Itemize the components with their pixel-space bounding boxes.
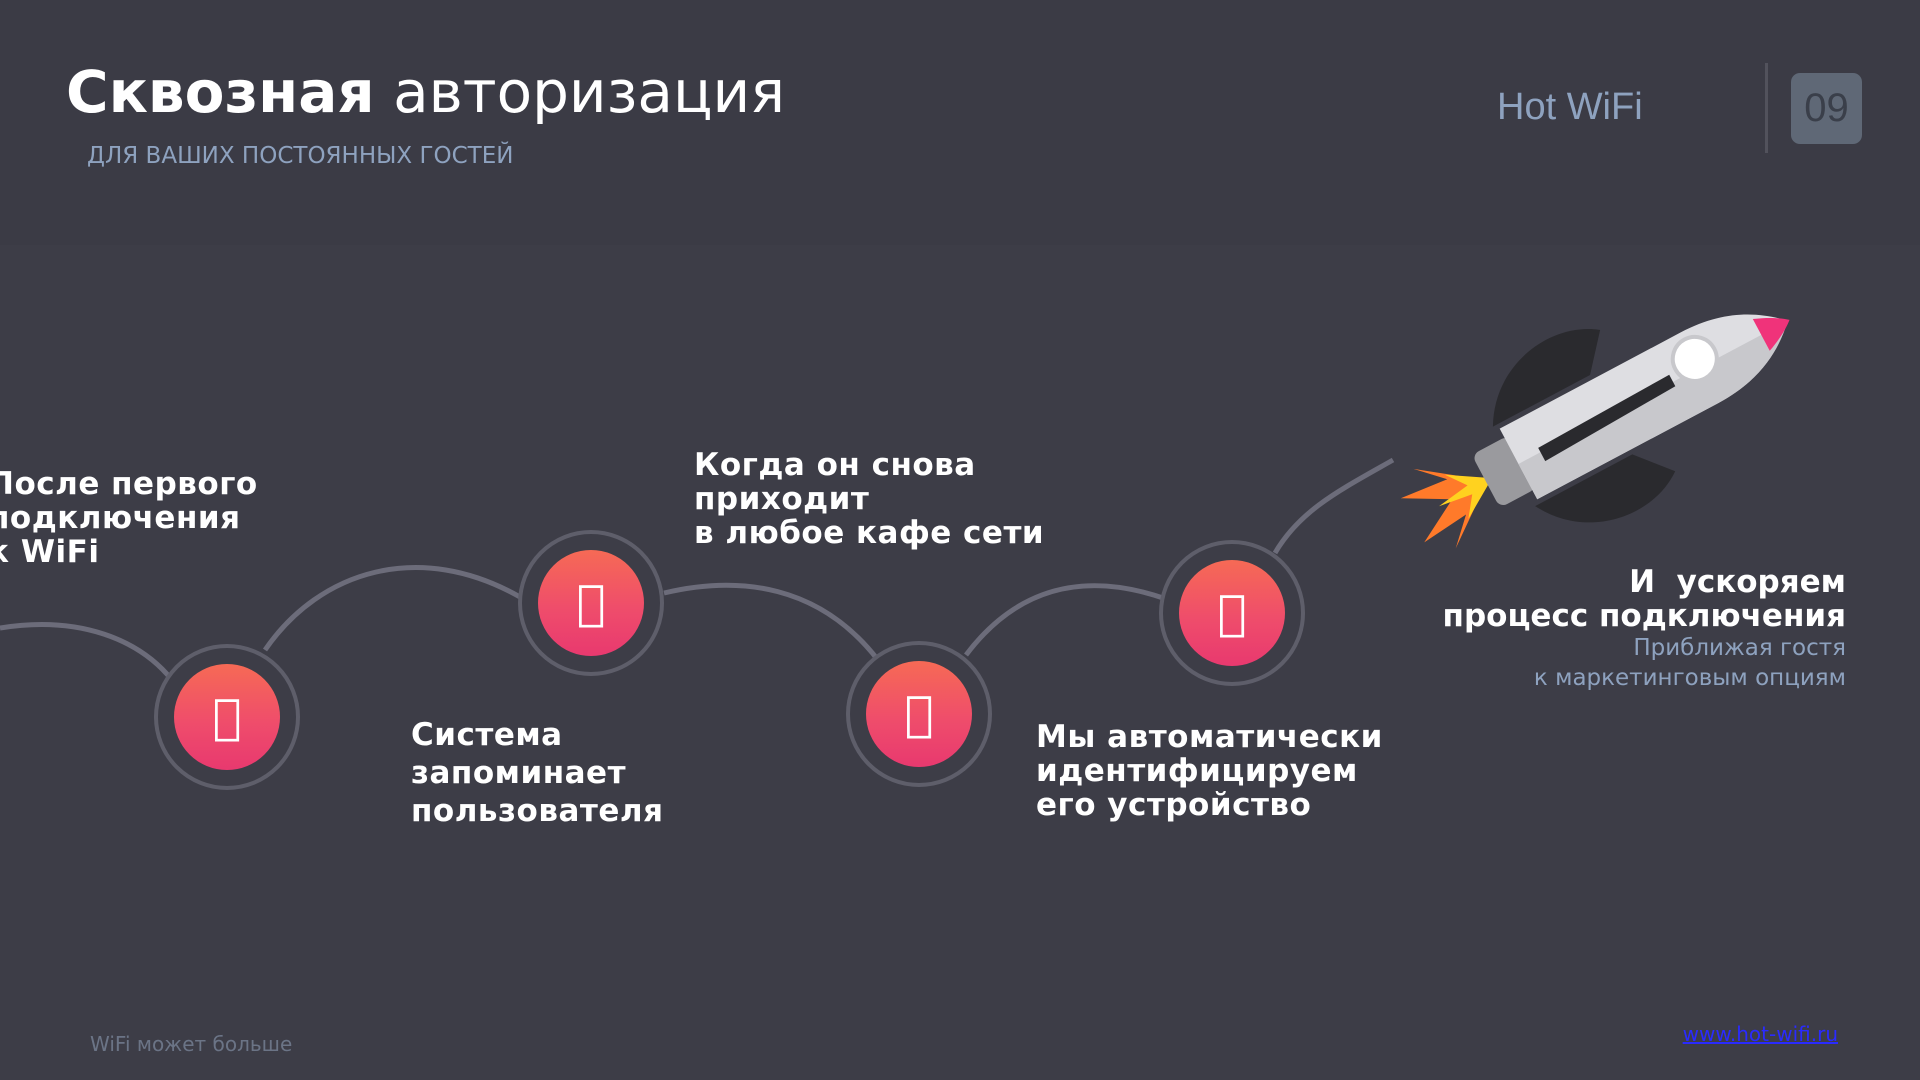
step-1-line-3: к WiFi	[0, 534, 100, 570]
step-node-wifi: 	[154, 644, 300, 790]
smartphone-icon: 	[1179, 560, 1285, 666]
wifi-icon: 	[174, 664, 280, 770]
website-link[interactable]: www.hot-wifi.ru	[1682, 1022, 1838, 1046]
step-3-line-3: в любое кафе сети	[694, 515, 1045, 551]
step-text-1: После первого подключения к WiFi	[0, 467, 258, 569]
rocket-illustration	[1400, 314, 1790, 549]
user-icon: 	[538, 550, 644, 656]
brand-logo: Hot WiFi	[1497, 86, 1643, 128]
final-desc-2: к маркетинговым опциям	[1533, 665, 1846, 691]
step-2-line-2: запоминает	[411, 755, 627, 791]
step-node-cafe: 	[846, 641, 992, 787]
footer-tagline: WiFi может больше	[90, 1032, 293, 1056]
final-step-text: И ускоряем процесс подключения Приближая…	[1443, 565, 1846, 693]
step-text-4: Мы автоматически идентифицируем его устр…	[1036, 720, 1383, 822]
step-4-line-1: Мы автоматически	[1036, 719, 1383, 755]
title-bold: Сквозная	[66, 58, 375, 126]
final-line-1: И ускоряем	[1629, 564, 1846, 600]
page-number-badge: 09	[1791, 73, 1862, 144]
final-line-2: процесс подключения	[1442, 598, 1846, 634]
step-text-3: Когда он снова приходит в любое кафе сет…	[694, 448, 1044, 550]
step-2-line-3: пользователя	[411, 793, 664, 829]
cafe-icon: 	[866, 661, 972, 767]
page-subtitle: ДЛЯ ВАШИХ ПОСТОЯННЫХ ГОСТЕЙ	[87, 143, 514, 169]
step-node-smartphone: 	[1159, 540, 1305, 686]
step-3-line-2: приходит	[694, 481, 870, 517]
step-2-line-1: Система	[411, 717, 563, 753]
step-4-line-2: идентифицируем	[1036, 753, 1358, 789]
step-1-line-1: После первого	[0, 466, 258, 502]
page-title: Сквозная авторизация	[66, 58, 785, 126]
step-node-user: 	[518, 530, 664, 676]
step-text-2: Система запоминает пользователя	[411, 716, 663, 830]
step-1-line-2: подключения	[0, 500, 241, 536]
step-4-line-3: его устройство	[1036, 787, 1312, 823]
step-3-line-1: Когда он снова	[694, 447, 976, 483]
header-band	[0, 0, 1920, 245]
title-rest: авторизация	[393, 58, 786, 126]
header-divider	[1765, 63, 1768, 153]
final-desc-1: Приближая гостя	[1633, 635, 1846, 661]
